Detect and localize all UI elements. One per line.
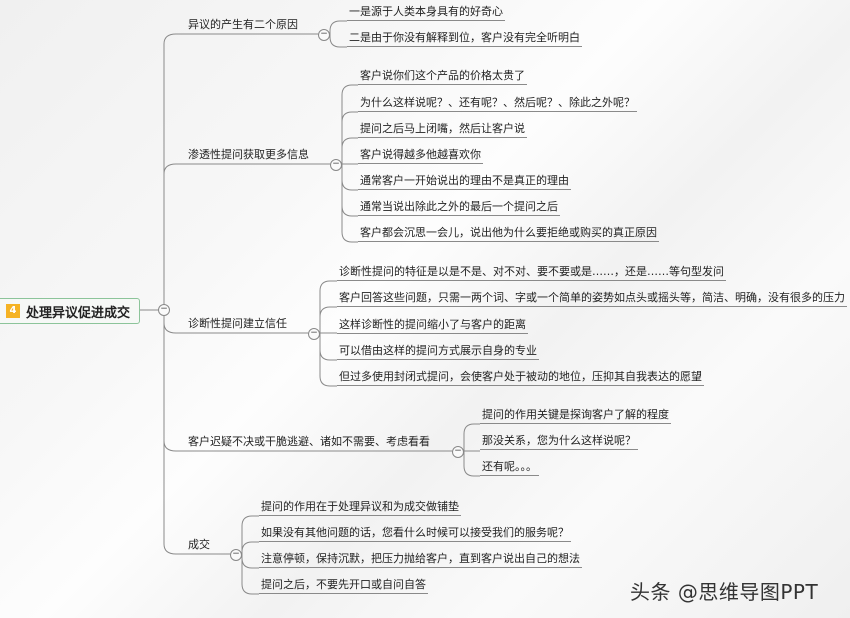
connector [319,280,337,333]
number-badge-icon: 4 [6,304,20,318]
connector [241,554,259,595]
branch-topic[interactable]: 成交 [188,538,210,551]
subtopic[interactable]: 客户说你们这个产品的价格太贵了 [358,68,527,85]
subtopic[interactable]: 那没关系，您为什么这样说呢？ [480,433,638,450]
connector [341,164,358,243]
connector [341,164,358,191]
connector [319,306,337,333]
branch-topic[interactable]: 客户迟疑不决或干脆逃避、诸如不需要、考虑看看 [188,435,430,448]
connector [341,84,358,164]
subtopic[interactable]: 提问的作用关键是探询客户了解的程度 [480,407,671,424]
subtopic[interactable]: 但过多使用封闭式提问，会使客户处于被动的地位，压抑其自我表达的愿望 [337,369,704,386]
subtopic[interactable]: 还有呢。。。 [480,459,539,476]
collapse-toggle[interactable]: − [318,29,330,41]
subtopic[interactable]: 通常客户一开始说出的理由不是真正的理由 [358,173,571,190]
connector [319,333,337,387]
connector [319,333,337,361]
subtopic[interactable]: 提问之后，不要先开口或自问自答 [259,577,428,594]
connector [241,515,259,554]
subtopic[interactable]: 客户都会沉思一会儿，说出他为什么要拒绝或购买的真正原因 [358,225,659,242]
subtopic[interactable]: 提问之后马上闭嘴，然后让客户说 [358,121,527,138]
branch-topic[interactable]: 渗透性提问获取更多信息 [188,148,309,161]
subtopic[interactable]: 二是由于你没有解释到位，客户没有完全听明白 [347,30,582,47]
branch-topic[interactable]: 诊断性提问建立信任 [188,317,287,330]
watermark: 头条 @思维导图PPT [630,580,819,604]
connector [341,137,358,164]
connector [163,163,330,305]
connector [341,111,358,164]
collapse-toggle[interactable]: − [230,549,242,561]
subtopic[interactable]: 这样诊断性的提问缩小了与客户的距离 [337,317,528,334]
root-title: 处理异议促进成交 [26,305,131,321]
subtopic[interactable]: 可以借由这样的提问方式展示自身的专业 [337,343,539,360]
collapse-toggle[interactable]: − [452,446,464,458]
root-topic[interactable]: 4 处理异议促进成交 [0,298,140,324]
connector [329,20,347,34]
connector [241,541,259,554]
subtopic[interactable]: 如果没有其他问题的话，您看什么时候可以接受我们的服务呢？ [259,525,571,542]
subtopic[interactable]: 客户回答这些问题，只需一两个词、字或一个简单的姿势如点头或摇头等，简洁、明确，没… [337,290,847,307]
collapse-toggle[interactable]: − [308,328,320,340]
connector [241,554,259,569]
subtopic[interactable]: 注意停顿，保持沉默，把压力抛给客户，直到客户说出自己的想法 [259,551,582,568]
subtopic[interactable]: 客户说得越多他越喜欢你 [358,147,483,164]
root-collapse-toggle[interactable]: − [158,304,170,316]
subtopic[interactable]: 一是源于人类本身具有的好奇心 [347,4,505,21]
subtopic[interactable]: 提问的作用在于处理异议和为成交做铺垫 [259,499,461,516]
subtopic[interactable]: 诊断性提问的特征是以是不是、对不对、要不要或是……，还是……等句型发问 [337,264,726,281]
connector [163,315,230,555]
connector [163,33,318,305]
branch-topic[interactable]: 异议的产生有二个原因 [188,18,298,31]
collapse-toggle[interactable]: − [330,159,342,171]
connector [463,451,480,477]
subtopic[interactable]: 为什么这样说呢？、还有呢？、然后呢？、除此之外呢？ [358,95,637,112]
subtopic[interactable]: 通常当说出除此之外的最后一个提问之后 [358,199,560,216]
connector [463,423,480,451]
connector [329,34,347,48]
